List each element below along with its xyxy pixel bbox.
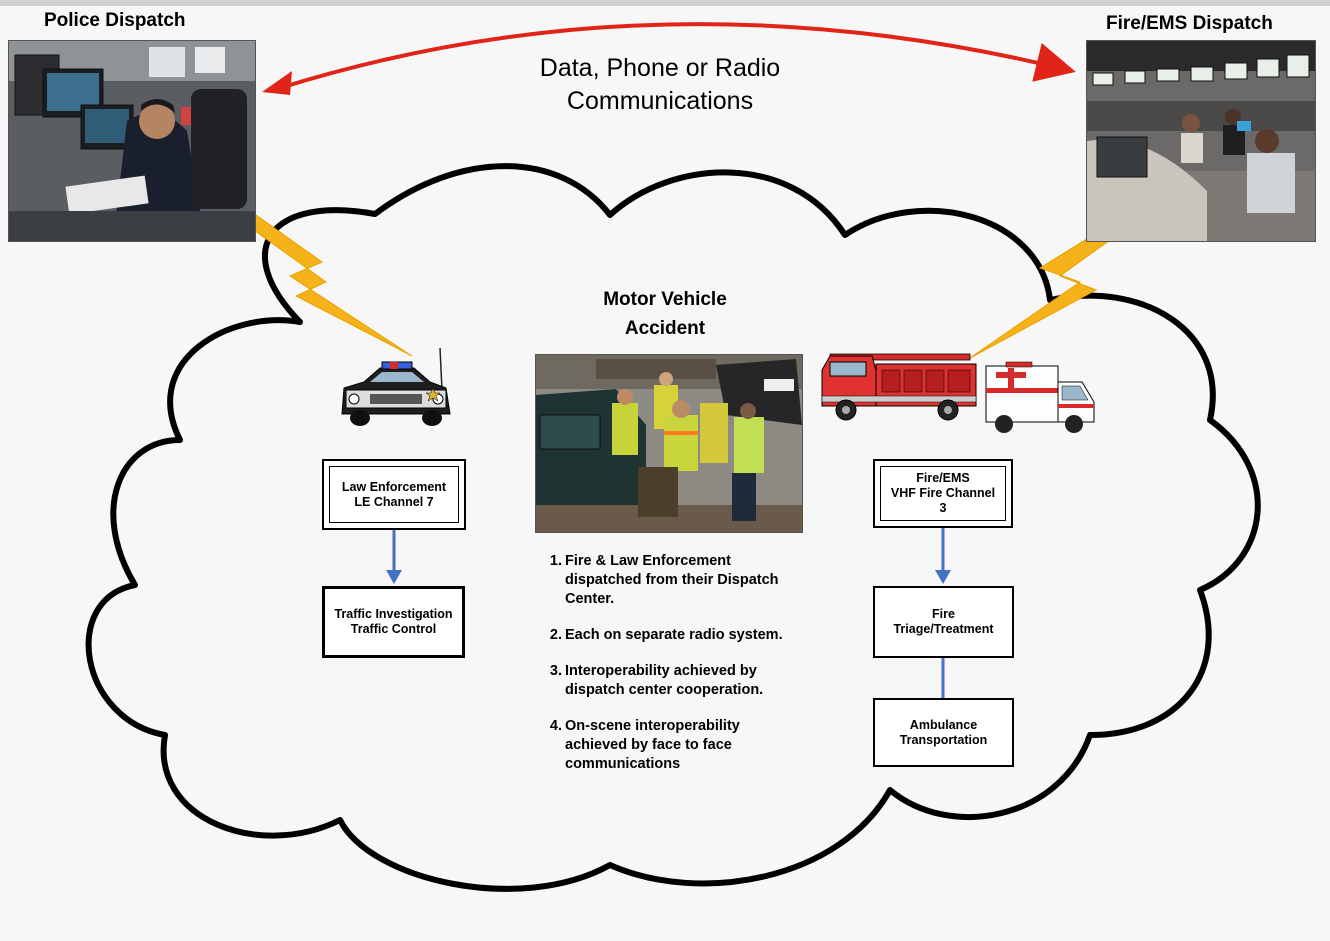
step-text: On-scene interoperability achieved by fa…: [565, 718, 740, 772]
step-item: 1. Fire & Law Enforcement dispatched fro…: [532, 552, 802, 609]
traffic-investigation-box: Traffic Investigation Traffic Control: [322, 586, 465, 658]
scene-title-line-1: Motor Vehicle: [603, 289, 727, 310]
fire-box-line-3: 3: [939, 501, 947, 515]
triage-box-line-1: Fire: [932, 607, 955, 621]
police-dispatch-photo: [8, 40, 256, 242]
ambulance-icon: [985, 361, 1095, 433]
step-number: 3.: [549, 663, 562, 679]
header-bar: [0, 0, 1330, 6]
scene-title: Motor Vehicle Accident: [560, 285, 770, 343]
arrow-head-left: [262, 71, 292, 95]
step-text: Interoperability achieved by dispatch ce…: [565, 663, 764, 698]
traffic-box-line-1: Traffic Investigation: [334, 607, 453, 621]
fire-box-line-1: Fire/EMS: [916, 471, 970, 485]
fire-box-line-2: VHF Fire Channel: [890, 486, 996, 500]
fire-ems-dispatch-photo: [1086, 40, 1316, 242]
step-text: Fire & Law Enforcement dispatched from t…: [565, 553, 779, 607]
triage-box-line-2: Triage/Treatment: [893, 622, 994, 636]
communications-line-1: Data, Phone or Radio: [539, 54, 781, 82]
step-number: 1.: [549, 553, 562, 569]
traffic-box-line-2: Traffic Control: [350, 622, 437, 636]
fire-triage-box: Fire Triage/Treatment: [873, 586, 1014, 658]
law-enforcement-channel-inner: Law Enforcement LE Channel 7: [329, 466, 459, 523]
accident-scene-photo: [535, 354, 803, 533]
law-enforcement-channel-box: Law Enforcement LE Channel 7: [322, 459, 466, 530]
ambulance-box-line-2: Transportation: [899, 732, 988, 747]
law-box-line-2: LE Channel 7: [354, 494, 434, 509]
ambulance-transport-box: Ambulance Transportation: [873, 698, 1014, 767]
scene-title-line-2: Accident: [624, 318, 706, 339]
steps-list: 1. Fire & Law Enforcement dispatched fro…: [532, 552, 802, 791]
lightning-bolt-icon: [969, 231, 1111, 359]
fire-ems-dispatch-label: Fire/EMS Dispatch: [1106, 13, 1273, 34]
ambulance-box-line-1: Ambulance: [909, 717, 978, 732]
step-text: Each on separate radio system.: [565, 627, 783, 643]
step-item: 2. Each on separate radio system.: [532, 626, 802, 645]
fire-ems-channel-box: Fire/EMS VHF Fire Channel 3: [873, 459, 1013, 528]
law-box-line-1: Law Enforcement: [341, 479, 447, 494]
step-number: 4.: [549, 718, 562, 734]
communications-label: Data, Phone or Radio Communications: [490, 52, 830, 118]
communications-line-2: Communications: [566, 87, 754, 115]
communications-arrow: [279, 22, 1076, 90]
police-car-icon: [341, 347, 451, 426]
step-item: 4. On-scene interoperability achieved by…: [532, 717, 802, 774]
flow-arrow-fire: [935, 527, 951, 584]
step-number: 2.: [549, 627, 562, 643]
fire-ems-channel-inner: Fire/EMS VHF Fire Channel 3: [880, 466, 1006, 521]
fire-truck-icon: [821, 353, 977, 421]
step-item: 3. Interoperability achieved by dispatch…: [532, 662, 802, 700]
police-dispatch-label: Police Dispatch: [44, 10, 186, 31]
flow-arrow-law: [386, 530, 402, 584]
